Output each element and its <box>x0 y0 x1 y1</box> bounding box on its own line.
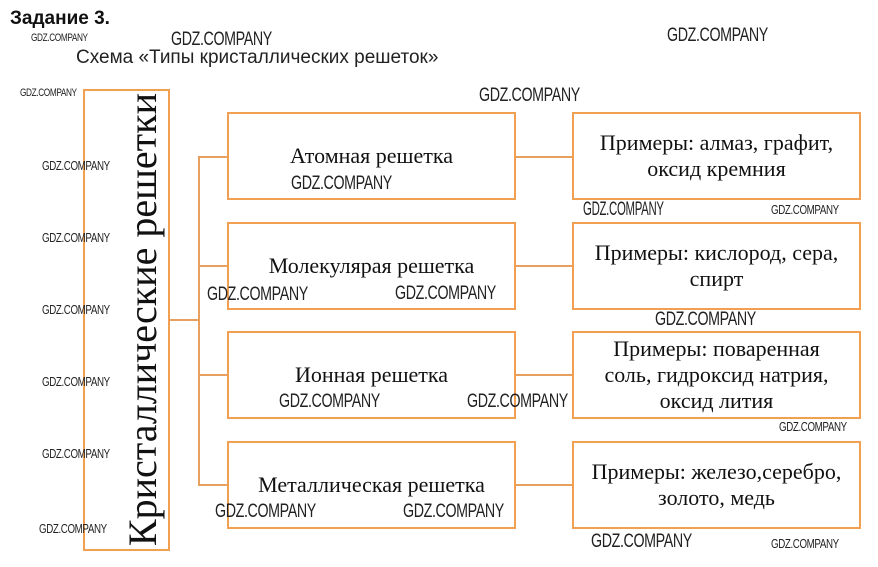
watermark: GDZ.COMPANY <box>171 29 272 50</box>
watermark: GDZ.COMPANY <box>39 521 107 536</box>
examples-text: Примеры: поваренная соль, гидроксид натр… <box>604 336 829 413</box>
examples-box-ionic: Примеры: поваренная соль, гидроксид натр… <box>572 331 861 419</box>
root-label: Кристаллические решетки <box>120 93 165 547</box>
examples-box-atomic: Примеры: алмаз, графит, оксид кремния <box>572 112 861 200</box>
connector <box>169 319 200 321</box>
type-label: Молекулярая решетка <box>268 253 475 278</box>
connector <box>515 484 573 486</box>
watermark: GDZ.COMPANY <box>467 391 568 412</box>
examples-box-metallic: Примеры: железо,серебро, золото, медь <box>572 441 861 529</box>
watermark: GDZ.COMPANY <box>42 446 110 461</box>
connector <box>515 265 573 267</box>
type-box-metallic: Металлическая решетка <box>227 441 516 529</box>
watermark: GDZ.COMPANY <box>31 32 88 44</box>
watermark: GDZ.COMPANY <box>291 173 392 194</box>
examples-box-molecular: Примеры: кислород, сера, спирт <box>572 222 861 310</box>
type-label: Ионная решетка <box>294 362 449 387</box>
connector <box>515 156 573 158</box>
examples-text: Примеры: железо,серебро, золото, медь <box>591 459 842 510</box>
watermark: GDZ.COMPANY <box>395 283 496 304</box>
watermark: GDZ.COMPANY <box>655 309 756 330</box>
connector <box>515 374 573 376</box>
watermark: GDZ.COMPANY <box>207 284 308 305</box>
watermark: GDZ.COMPANY <box>583 199 664 220</box>
type-label: Металлическая решетка <box>258 472 485 497</box>
type-label: Атомная решетка <box>290 143 453 168</box>
watermark: GDZ.COMPANY <box>42 158 110 173</box>
watermark: GDZ.COMPANY <box>771 536 839 551</box>
examples-text: Примеры: кислород, сера, спирт <box>594 240 839 291</box>
diagram-title: Схема «Типы кристаллических решеток» <box>76 47 439 68</box>
type-box-molecular: Молекулярая решетка <box>227 222 516 310</box>
task-heading: Задание 3. <box>10 8 110 29</box>
type-box-atomic: Атомная решетка <box>227 112 516 200</box>
watermark: GDZ.COMPANY <box>279 391 380 412</box>
watermark: GDZ.COMPANY <box>42 374 110 389</box>
watermark: GDZ.COMPANY <box>42 230 110 245</box>
type-box-ionic: Ионная решетка <box>227 331 516 419</box>
connector <box>198 484 228 486</box>
watermark: GDZ.COMPANY <box>591 531 692 552</box>
watermark: GDZ.COMPANY <box>667 25 768 46</box>
watermark: GDZ.COMPANY <box>479 85 580 106</box>
watermark: GDZ.COMPANY <box>403 501 504 522</box>
watermark: GDZ.COMPANY <box>20 87 77 99</box>
watermark: GDZ.COMPANY <box>771 202 839 217</box>
connector <box>198 265 228 267</box>
connector <box>198 374 228 376</box>
connector <box>198 156 200 486</box>
watermark: GDZ.COMPANY <box>42 302 110 317</box>
examples-text: Примеры: алмаз, графит, оксид кремния <box>599 130 834 181</box>
connector <box>198 156 228 158</box>
watermark: GDZ.COMPANY <box>779 419 847 434</box>
watermark: GDZ.COMPANY <box>215 501 316 522</box>
